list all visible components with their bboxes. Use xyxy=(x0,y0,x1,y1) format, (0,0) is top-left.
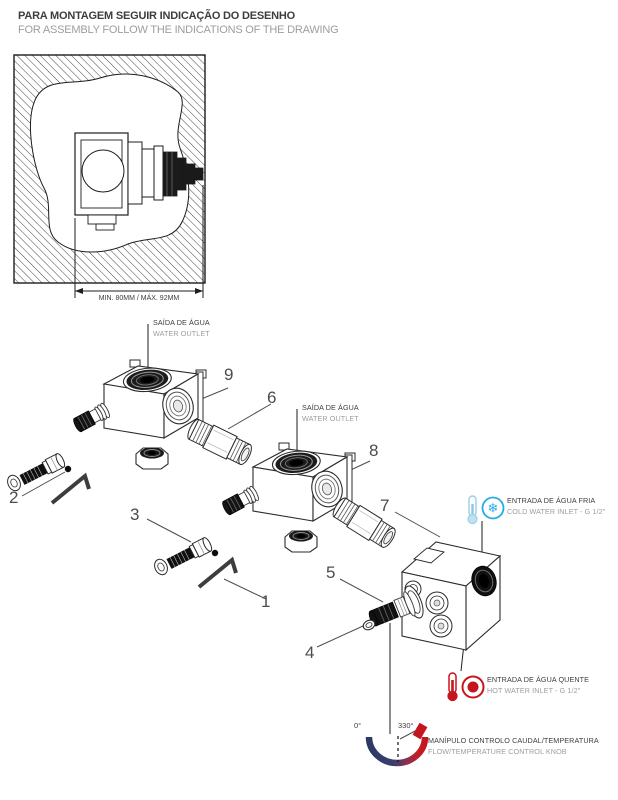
part-number-7: 7 xyxy=(380,496,390,515)
part-number-2: 2 xyxy=(9,488,19,507)
hot-inlet-label-pt: ENTRADA DE ÁGUA QUENTE xyxy=(487,675,590,684)
header-line-en: FOR ASSEMBLY FOLLOW THE INDICATIONS OF T… xyxy=(18,24,339,36)
header-line-pt: PARA MONTAGEM SEGUIR INDICAÇÃO DO DESENH… xyxy=(18,10,295,22)
hot-dot-icon xyxy=(461,675,485,699)
outlet-mid-label-en: WATER OUTLET xyxy=(302,414,359,423)
embedded-valve-section xyxy=(74,132,204,231)
part-number-9: 9 xyxy=(224,365,234,384)
hot-inlet-icons xyxy=(447,672,485,702)
screw-set-3 xyxy=(150,534,238,589)
part-number-8: 8 xyxy=(369,441,379,460)
knob-arc xyxy=(365,722,429,767)
cold-inlet-icons: ❄ xyxy=(467,495,505,525)
svg-text:❄: ❄ xyxy=(488,502,499,517)
knob-label-en: FLOW/TEMPERATURE CONTROL KNOB xyxy=(428,747,567,756)
cold-inlet-label-pt: ENTRADA DE ÁGUA FRIA xyxy=(507,496,596,505)
main-valve-body xyxy=(362,541,502,652)
outlet-top-label-pt: SAÍDA DE ÁGUA xyxy=(153,318,210,327)
cold-inlet-port xyxy=(471,565,497,597)
outlet-top-label-en: WATER OUTLET xyxy=(153,329,210,338)
leader-lines xyxy=(21,324,483,734)
hot-inlet-label-en: HOT WATER INLET - G 1/2" xyxy=(487,686,581,695)
outlet-mid-label-pt: SAÍDA DE ÁGUA xyxy=(302,403,359,412)
knob-scale-min: 0° xyxy=(354,721,362,730)
thermometer-hot-icon xyxy=(447,672,458,702)
thermometer-cold-icon xyxy=(467,495,478,525)
part-number-6: 6 xyxy=(267,388,277,407)
knob-label-pt: MANÍPULO CONTROLO CAUDAL/TEMPERATURA xyxy=(428,736,599,745)
part-number-4: 4 xyxy=(305,643,315,662)
snowflake-icon: ❄ xyxy=(481,496,505,520)
cold-inlet-label-en: COLD WATER INLET - G 1/2" xyxy=(507,507,606,516)
nipple-6 xyxy=(184,415,256,469)
o-ring xyxy=(362,619,376,631)
part-number-5: 5 xyxy=(326,563,336,582)
valve-1 xyxy=(71,359,207,470)
knob-scale-max: 330° xyxy=(398,721,414,730)
part-number-1: 1 xyxy=(261,592,271,611)
wall-section-drawing xyxy=(13,54,206,298)
dimension-lines xyxy=(74,185,204,298)
part-number-3: 3 xyxy=(130,505,140,524)
control-stem xyxy=(368,585,424,627)
depth-dimension-label: MIN. 80MM / MÁX. 92MM xyxy=(98,295,180,302)
